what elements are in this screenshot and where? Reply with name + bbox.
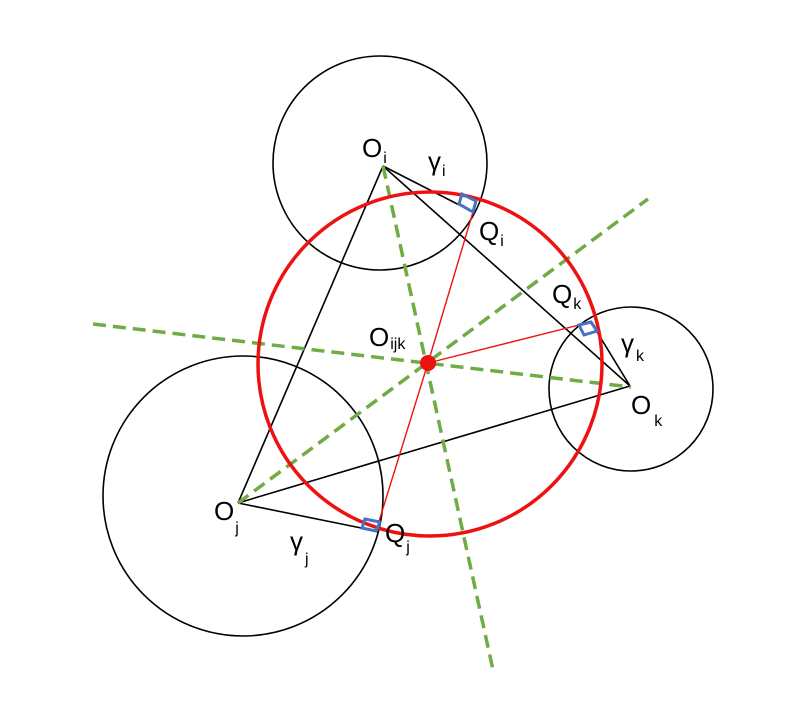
label-oijk: Oijk: [369, 322, 406, 353]
label-oj: Oj: [214, 496, 239, 537]
circle-k: [548, 306, 714, 472]
label-ok: Ok: [631, 390, 663, 430]
orthogonal-circle: [256, 190, 604, 538]
label-qi: Qi: [479, 216, 504, 250]
red-radius-qk: [427, 321, 592, 364]
segment-oi-ok: [382, 165, 631, 387]
radical-axis-2: [236, 197, 650, 505]
right-angle-marker-qi: [457, 191, 478, 215]
label-qj: Qj: [385, 518, 410, 556]
label-gamma-i: γi: [428, 146, 446, 180]
radical-axis-1: [92, 322, 632, 389]
label-oi: Oi: [362, 133, 387, 167]
circle-j: [102, 355, 384, 637]
right-angle-marker-qj: [360, 517, 383, 533]
right-angle-marker-qk: [576, 320, 600, 337]
circle-i: [272, 55, 488, 271]
segment-oj-ok: [237, 385, 631, 504]
segment-oi-oj: [237, 165, 384, 504]
radius-oj-qj: [237, 502, 377, 532]
label-gamma-j: γj: [290, 526, 309, 568]
center-point-oijk: [420, 355, 436, 371]
red-radius-qj: [375, 362, 429, 532]
radical-axis-3: [381, 165, 495, 671]
label-qk: Qk: [552, 279, 582, 313]
red-radius-qi: [427, 211, 474, 364]
